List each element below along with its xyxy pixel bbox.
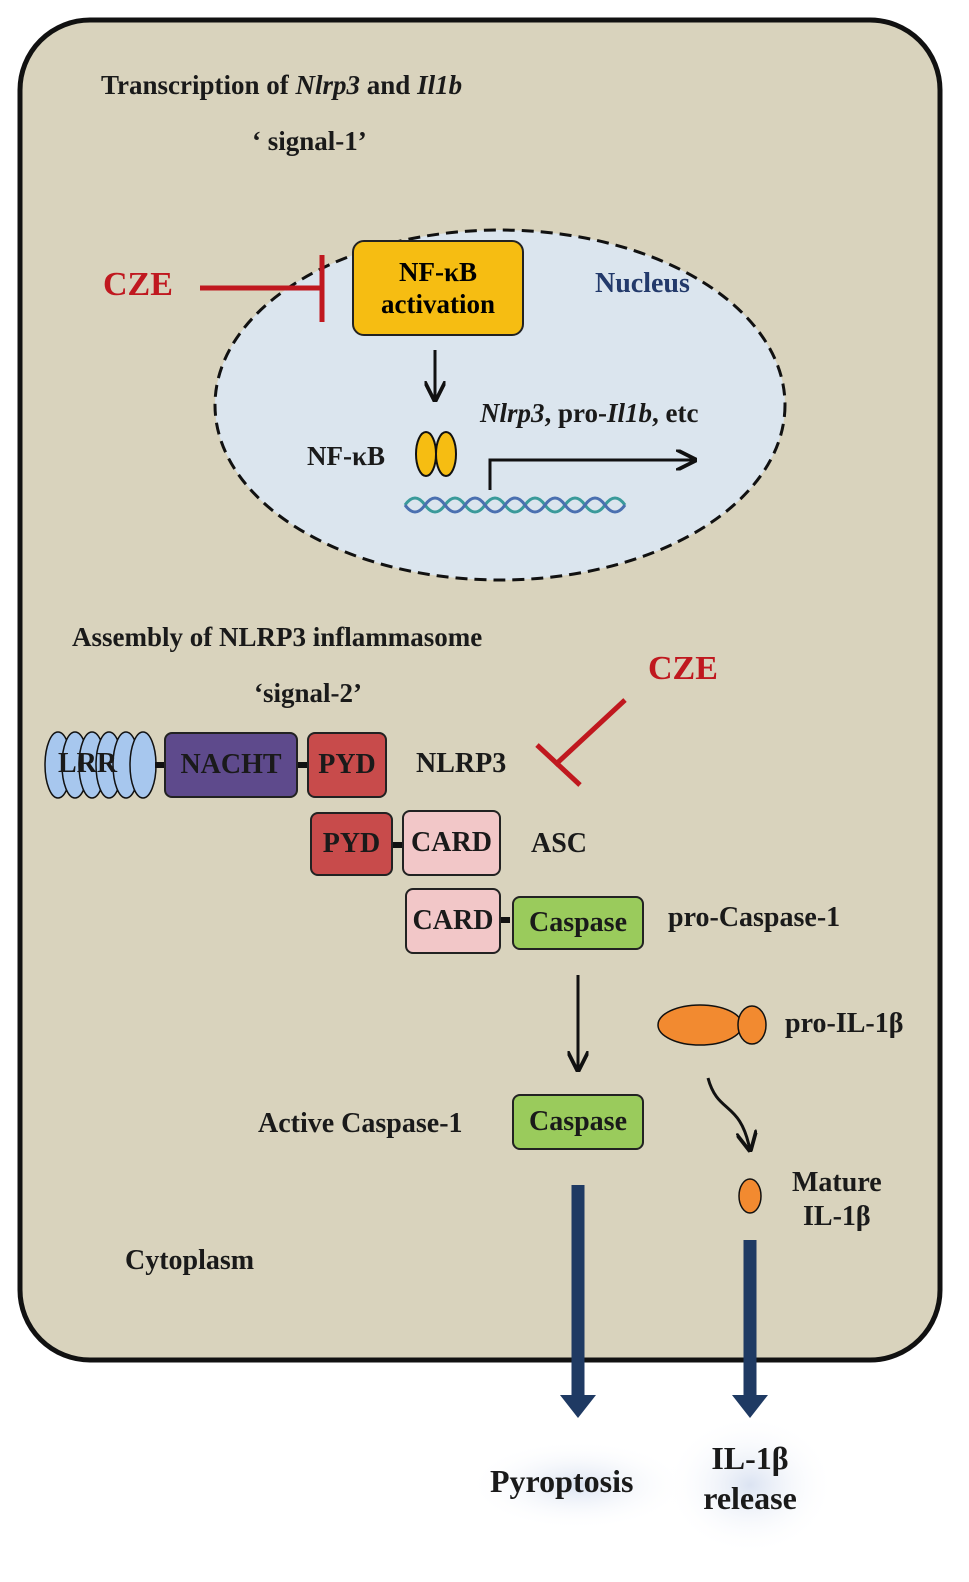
- pro-il1b-shape-large: [657, 1004, 743, 1046]
- procaspase-label: pro-Caspase-1: [668, 902, 841, 933]
- target-genes-end: , etc: [652, 398, 699, 428]
- nfkb-dimer-left: [415, 431, 437, 477]
- mature-il1b-shape: [738, 1178, 762, 1214]
- nlrp3-pyd-domain: PYD: [307, 732, 387, 798]
- pyroptosis-glow: [468, 1440, 688, 1530]
- transcription-arrow: [488, 460, 695, 490]
- domain-linkers: [155, 762, 510, 923]
- nfkb-dimer-right: [435, 431, 457, 477]
- asc-label: ASC: [531, 828, 588, 859]
- signal2-heading: Assembly of NLRP3 inflammasome: [72, 622, 483, 652]
- signal1-label: ‘ signal-1’: [252, 126, 367, 156]
- cze-label-mid: CZE: [648, 650, 718, 687]
- cze-inhibit-bar-mid: [535, 743, 582, 787]
- il1b-release-line2: release: [703, 1480, 797, 1516]
- il1b-release-label: IL-1β release: [690, 1438, 810, 1518]
- cze-inhibit-line-mid: [553, 698, 627, 767]
- pro-il1b-shape-small: [737, 1005, 767, 1045]
- procaspase-caspase-domain: Caspase: [512, 896, 644, 950]
- target-genes-mid: , pro-: [544, 398, 608, 428]
- release-arrowhead: [732, 1395, 768, 1418]
- cell-membrane: [17, 17, 943, 1363]
- lrr-label: LRR: [58, 748, 118, 779]
- target-gene1: Nlrp3: [480, 398, 545, 428]
- il1b-release-line1: IL-1β: [711, 1440, 789, 1476]
- target-gene2: Il1b: [607, 398, 653, 428]
- signal1-heading-mid: and: [360, 70, 418, 100]
- mature-il1b-line1: Mature: [792, 1167, 882, 1198]
- signal1-heading-gene1: Nlrp3: [295, 70, 361, 100]
- target-genes-label: Nlrp3, pro-Il1b, etc: [480, 398, 699, 429]
- nfkb-activation-line1: NF-κB: [399, 257, 477, 287]
- cze-label-top: CZE: [103, 266, 173, 303]
- signal1-heading-gene2: Il1b: [417, 70, 463, 100]
- nacht-domain: NACHT: [164, 732, 298, 798]
- asc-pyd-domain: PYD: [310, 812, 393, 876]
- nfkb-label: NF-κB: [307, 441, 385, 471]
- nfkb-activation-line2: activation: [381, 289, 495, 319]
- signal2-label: ‘signal-2’: [254, 678, 362, 708]
- signal1-heading: Transcription of Nlrp3 and Il1b: [101, 70, 462, 101]
- nlrp3-label: NLRP3: [416, 748, 507, 779]
- active-caspase-label: Active Caspase-1: [258, 1108, 463, 1139]
- release-glow: [665, 1415, 835, 1555]
- asc-card-domain: CARD: [402, 810, 501, 876]
- procaspase-card-domain: CARD: [405, 888, 501, 954]
- dna-strand: [403, 496, 627, 514]
- pyroptosis-label: Pyroptosis: [490, 1463, 634, 1499]
- signal1-heading-pre: Transcription of: [101, 70, 296, 100]
- nucleus-label: Nucleus: [595, 268, 690, 299]
- lrr-domain: [44, 731, 157, 799]
- pro-il1b-label: pro-IL-1β: [785, 1008, 904, 1039]
- il1b-maturation-arrow: [706, 1077, 750, 1150]
- pyroptosis-arrowhead: [560, 1395, 596, 1418]
- nfkb-activation-box: NF-κB activation: [352, 240, 524, 336]
- mature-il1b-line2: IL-1β: [803, 1201, 871, 1232]
- mature-il1b-label: Mature IL-1β: [792, 1166, 882, 1234]
- cytoplasm-label: Cytoplasm: [125, 1245, 255, 1276]
- active-caspase-domain: Caspase: [512, 1094, 644, 1150]
